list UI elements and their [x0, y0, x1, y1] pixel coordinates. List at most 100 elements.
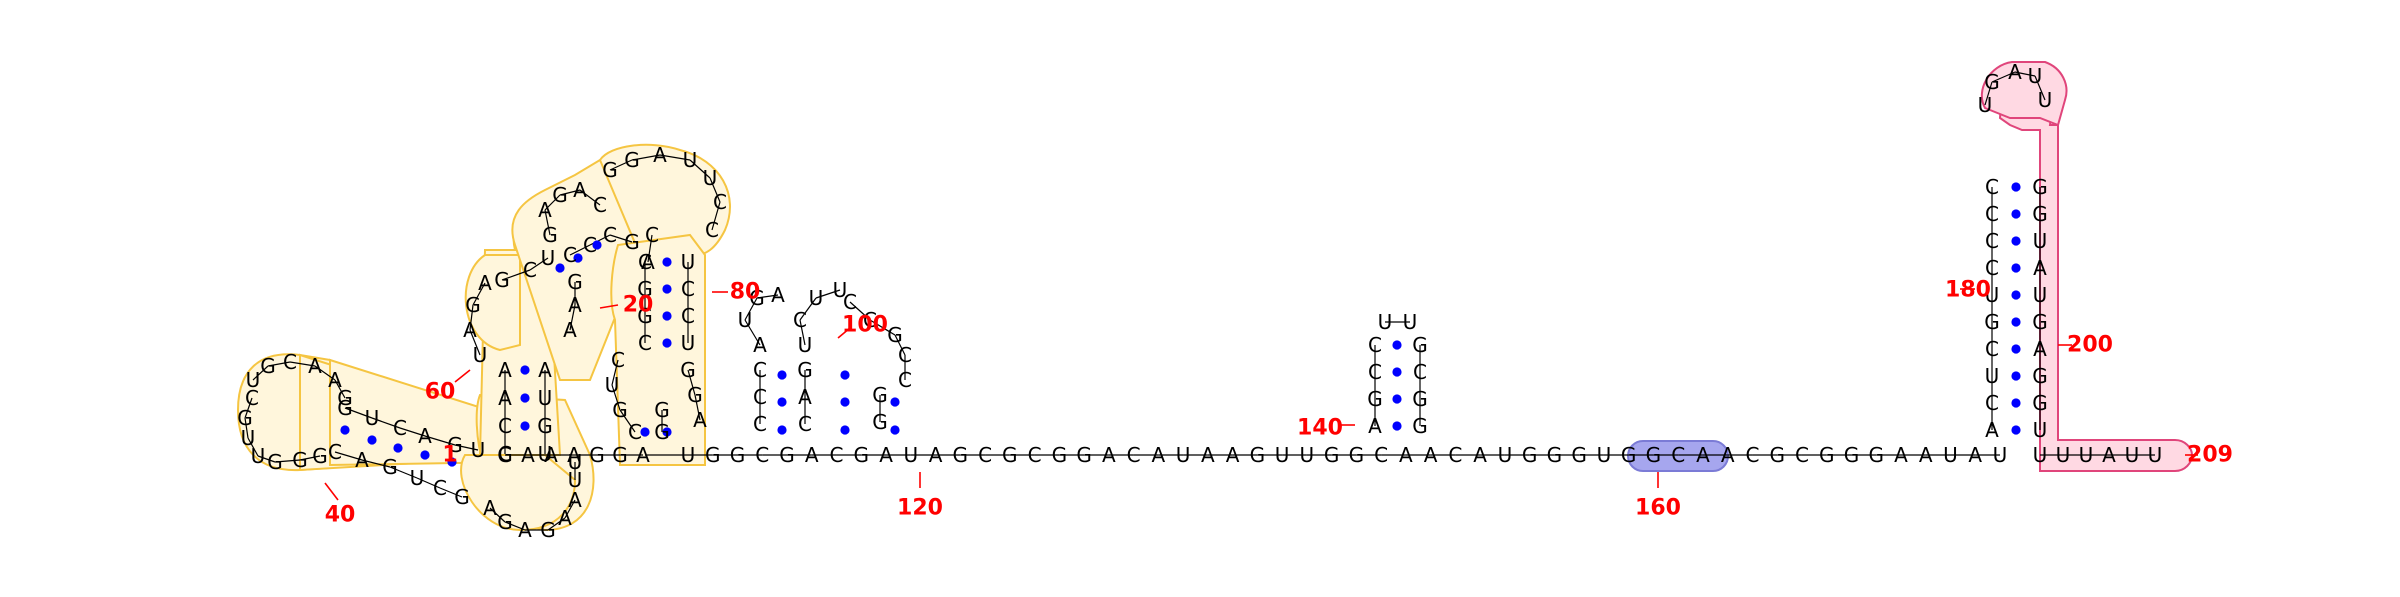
nucleotide-baseline: C: [1374, 443, 1388, 467]
nucleotide-baseline: C: [755, 443, 769, 467]
base-pair-dot: [662, 427, 672, 437]
backbone-segment: [371, 417, 401, 429]
nucleotide-stem2: A: [538, 358, 552, 382]
nucleotide-d100: C: [753, 358, 767, 382]
backbone-segment: [439, 487, 463, 498]
nucleotide-stem4: A: [693, 408, 707, 432]
backbone-segment: [424, 435, 456, 446]
nucleotide-helix3: C: [593, 193, 607, 217]
nucleotide-5prime: A: [636, 443, 650, 467]
nucleotide-tail: U: [2148, 443, 2163, 467]
nucleotide-loop-right: A: [2008, 60, 2022, 84]
nucleotide-hairpin1: U: [410, 466, 425, 490]
nucleotide-d100: A: [753, 333, 767, 357]
nucleotide-baseline: C: [978, 443, 992, 467]
nucleotide-loop1: A: [328, 368, 342, 392]
nucleotide-d100: C: [898, 368, 912, 392]
position-label: 1: [442, 443, 457, 468]
backbone-segment: [469, 304, 474, 331]
base-pair-dot: [662, 311, 672, 321]
nucleotide-hairpin1: C: [328, 440, 342, 464]
highlight-regions: [236, 61, 2194, 532]
nucleotide-d100: C: [753, 385, 767, 409]
backbone-segment: [361, 459, 391, 468]
position-label: 160: [1635, 496, 1681, 521]
nucleotide-tail: U: [2056, 443, 2071, 467]
nucleotide-baseline: A: [1473, 443, 1487, 467]
nucleotide-loop1: U: [251, 444, 266, 468]
position-label: 100: [842, 313, 888, 338]
nucleotide-tail: U: [2079, 443, 2094, 467]
nucleotide-stem4: G: [637, 277, 653, 301]
nucleotide-stem2: U: [538, 386, 553, 410]
nucleotide-baseline: G: [1819, 443, 1835, 467]
backbone-segment: [894, 334, 906, 356]
backbone-segment: [244, 417, 249, 439]
backbone-segment: [299, 455, 321, 461]
nucleotide-stem4: C: [681, 304, 695, 328]
base-pair-dot: [2011, 182, 2021, 192]
nucleotide-loop2: U: [568, 468, 583, 492]
nucleotide-baseline: A: [1102, 443, 1116, 467]
backbone-segment: [609, 159, 633, 171]
nucleotide-d100: C: [863, 308, 877, 332]
nucleotide-stem4: U: [605, 373, 620, 397]
nucleotide-5prime: A: [521, 443, 535, 467]
nucleotide-baseline: G: [1324, 443, 1340, 467]
nucleotide-stem4: G: [637, 304, 653, 328]
nucleotide-stem4: C: [628, 420, 642, 444]
backbone-segment: [399, 427, 426, 437]
nucleotide-hairpin140: G: [1412, 333, 1428, 357]
position-tick: [837, 327, 851, 339]
nucleotide-hairpin1: A: [418, 424, 432, 448]
nucleotide-loop3: G: [602, 158, 618, 182]
nucleotide-d100: C: [793, 308, 807, 332]
nucleotide-stem-right: A: [1985, 418, 1999, 442]
nucleotide-baseline: G: [953, 443, 969, 467]
nucleotide-stem4: G: [687, 383, 703, 407]
base-pair-dot: [520, 393, 530, 403]
backbone-segment: [334, 451, 363, 461]
backbone-segment: [611, 359, 619, 386]
nucleotide-d100: G: [749, 286, 765, 310]
base-pair-dot: [573, 253, 583, 263]
nucleotide-loop3: A: [653, 143, 667, 167]
highlight-region-yellow: [610, 233, 706, 466]
nucleotide-stem-right: U: [1985, 364, 2000, 388]
base-pair-dot: [393, 443, 403, 453]
nucleotide-baseline: G: [1868, 443, 1884, 467]
nucleotide-baseline: G: [854, 443, 870, 467]
nucleotide-baseline: A: [805, 443, 819, 467]
nucleotide-stem2: C: [498, 414, 512, 438]
backbone-segment: [559, 189, 581, 196]
backbone-segment: [619, 409, 636, 433]
base-pair-dot: [2011, 317, 2021, 327]
nucleotide-loop1: G: [237, 406, 253, 430]
nucleotide-baseline: U: [1943, 443, 1958, 467]
nucleotide-stem-right: U: [2033, 283, 2048, 307]
nucleotide-baseline: G: [1621, 443, 1637, 467]
nucleotide-helix3: C: [603, 223, 617, 247]
nucleotide-stem4: G: [654, 420, 670, 444]
backbone-segment: [799, 297, 817, 321]
backbone-segment: [799, 319, 806, 346]
nucleotide-stem2: C: [498, 442, 512, 466]
base-pair-dot: [662, 338, 672, 348]
nucleotide-hairpin1: A: [355, 448, 369, 472]
backbone-segment: [569, 304, 576, 331]
nucleotide-loop2: A: [558, 506, 572, 530]
nucleotide-d100: G: [887, 323, 903, 347]
nucleotide-helix3: A: [538, 198, 552, 222]
nucleotide-baseline: C: [1028, 443, 1042, 467]
nucleotide-stem4: U: [681, 250, 696, 274]
base-pair-dot: [777, 425, 787, 435]
nucleotide-baseline: G: [1646, 443, 1662, 467]
backbone-segment: [569, 244, 591, 256]
nucleotide-loop2: G: [540, 518, 556, 542]
nucleotide-baseline: C: [1795, 443, 1809, 467]
nucleotide-stem-right: C: [1985, 229, 1999, 253]
nucleotide-d100: C: [753, 412, 767, 436]
nucleotide-d100: G: [797, 358, 813, 382]
